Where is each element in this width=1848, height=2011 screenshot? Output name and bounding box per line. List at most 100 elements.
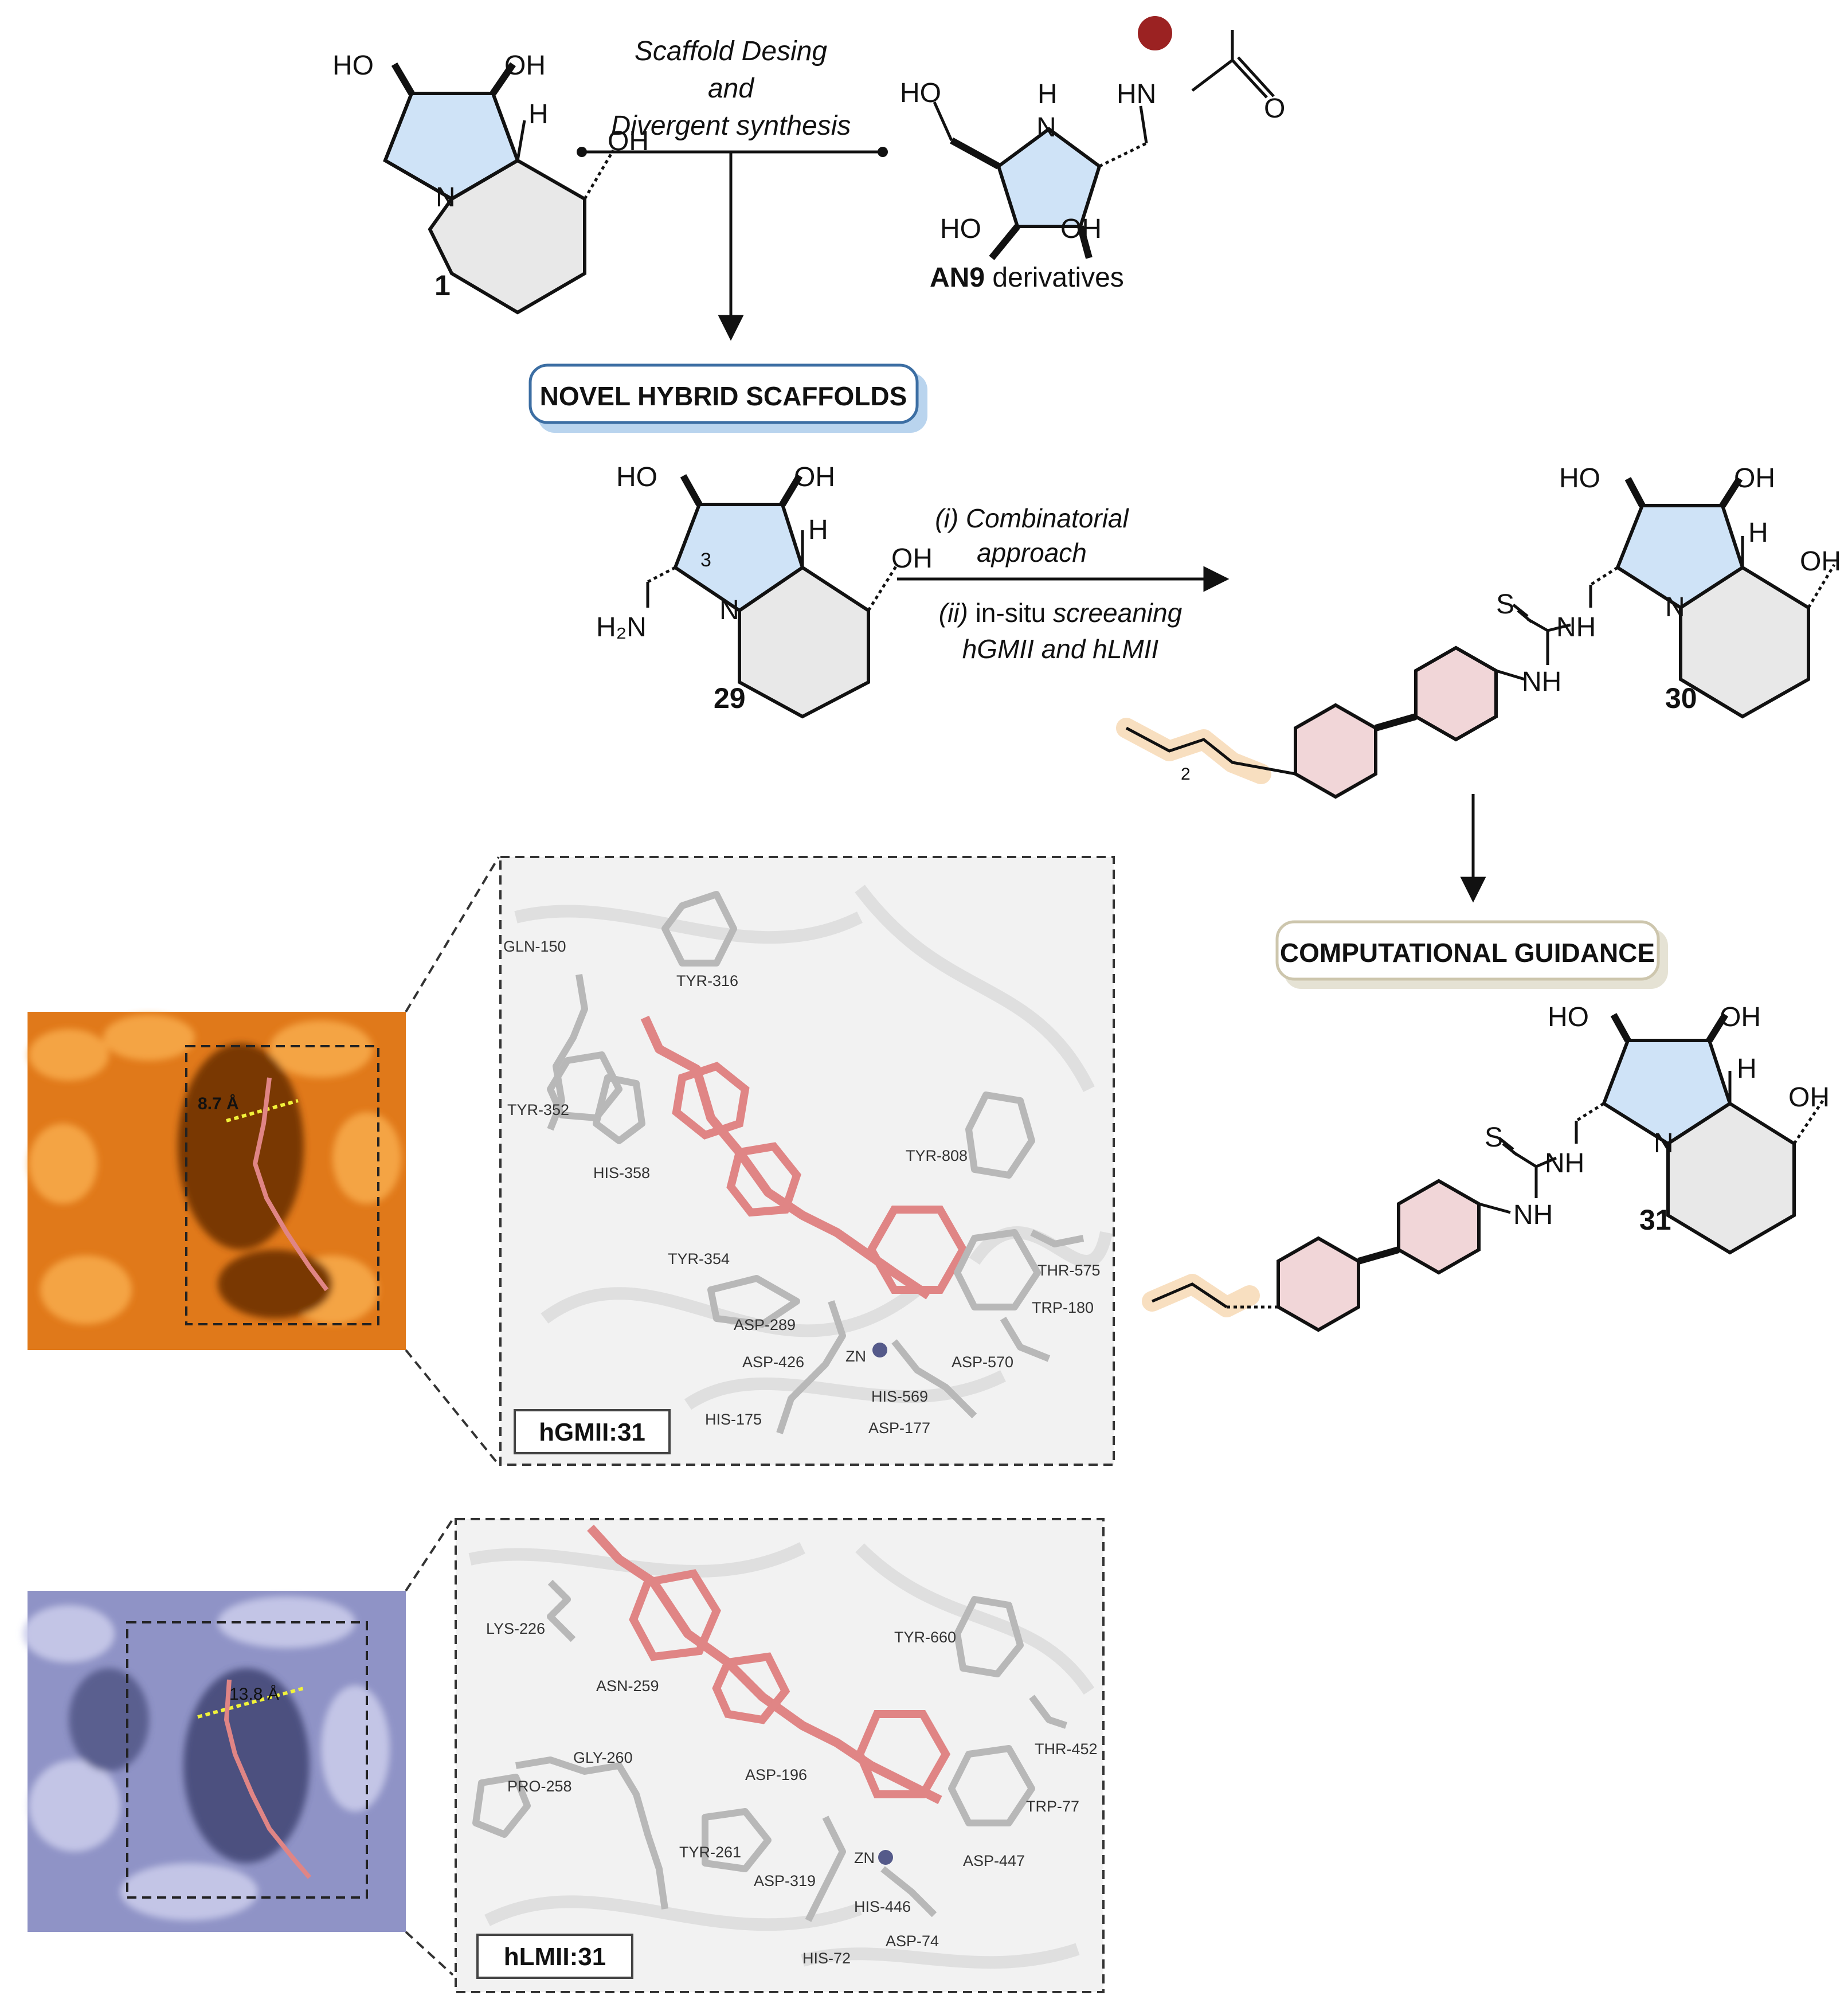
atom-ho: HO	[1559, 463, 1600, 494]
residue-label: TRP-77	[1026, 1798, 1079, 1815]
atom-oh: OH	[504, 50, 546, 81]
phenyl-ring	[1397, 1179, 1481, 1275]
atom-locant-3: 3	[700, 549, 711, 571]
atom-hn: HN	[1117, 79, 1156, 109]
residue-label: HIS-446	[854, 1898, 911, 1915]
atom-oh: OH	[1060, 214, 1102, 244]
compound-31-structure: HO OH H OH N NH S NH 31	[1142, 1002, 1830, 1332]
residue-label: TYR-261	[679, 1844, 741, 1861]
condition-ii-line1: (ii) in-situ screeaning	[939, 598, 1183, 628]
residue-label: TRP-180	[1032, 1299, 1094, 1316]
compound-label-1: 1	[434, 269, 451, 302]
condition-i-line2: approach	[977, 538, 1087, 568]
atom-oh: OH	[794, 462, 835, 492]
residue-label: ASP-289	[734, 1316, 796, 1333]
divergent-synthesis-arrow: Scaffold Desing and Divergent synthesis	[577, 36, 888, 341]
residue-label: GLN-150	[503, 938, 566, 955]
hlmii-binding-site-view: LYS-226 ASN-259 TYR-660 GLY-260 PRO-258 …	[455, 1518, 1105, 1993]
atom-h: H	[528, 99, 549, 130]
compound-1-structure: HO OH H OH N 1	[332, 50, 649, 315]
atom-subscript-2: 2	[1181, 765, 1191, 784]
step-text-line1: Scaffold Desing	[635, 36, 827, 66]
compound-label-30: 30	[1665, 682, 1697, 714]
atom-h: H	[1037, 79, 1058, 109]
residue-label: TYR-316	[676, 972, 738, 989]
atom-nh: NH	[1513, 1200, 1553, 1230]
residue-label: THR-452	[1035, 1740, 1098, 1758]
residue-label: PRO-258	[507, 1778, 572, 1795]
cyclohexyl-ring	[1294, 703, 1377, 799]
distance-label-hlmii: 13.8 Å	[229, 1685, 279, 1704]
atom-oh: OH	[1788, 1082, 1830, 1113]
banner-novel-hybrid-scaffolds: NOVEL HYBRID SCAFFOLDS	[528, 363, 927, 433]
condition-ii-line2: hGMII and hLMII	[962, 634, 1159, 664]
atom-s: S	[1485, 1122, 1503, 1153]
residue-label: THR-575	[1037, 1262, 1101, 1279]
compound-29-structure: HO OH H OH 3 N H₂N 29	[596, 462, 933, 719]
atom-nh: NH	[1522, 667, 1561, 697]
atom-ho: HO	[940, 214, 981, 244]
atom-o: O	[1264, 93, 1285, 124]
residue-label: HIS-358	[593, 1164, 650, 1181]
atom-oh: OH	[1734, 463, 1775, 494]
atom-n: N	[1654, 1128, 1674, 1159]
hlmii-residue-labels: LYS-226 ASN-259 TYR-660 GLY-260 PRO-258 …	[486, 1620, 1098, 1967]
compound-label-31: 31	[1639, 1204, 1671, 1236]
residue-label: ASP-319	[754, 1872, 816, 1889]
residue-label: ASN-259	[596, 1677, 659, 1695]
atom-h2n: H₂N	[596, 612, 647, 643]
residue-label: ASP-570	[952, 1353, 1013, 1371]
cyclohexyl-ring	[1277, 1236, 1360, 1332]
banner-computational-guidance: COMPUTATIONAL GUIDANCE	[1275, 920, 1668, 989]
step-text-line3: Divergent synthesis	[611, 111, 851, 141]
an9-label: AN9 derivatives	[930, 263, 1124, 293]
residue-label: ZN	[854, 1849, 875, 1867]
an9-pyrrolidine-ring	[996, 127, 1102, 228]
atom-n: N	[1665, 592, 1685, 623]
distance-label-hgmii: 8.7 Å	[198, 1094, 239, 1113]
step-text-line2: and	[708, 73, 754, 104]
atom-nh: NH	[1556, 612, 1596, 643]
r-group-dot	[1138, 16, 1172, 50]
residue-label: ASP-177	[868, 1419, 930, 1437]
compound-label-29: 29	[714, 682, 746, 714]
residue-label: TYR-354	[668, 1250, 730, 1267]
atom-s: S	[1496, 589, 1514, 620]
residue-label: ASP-196	[745, 1766, 807, 1783]
residue-label: ASP-74	[886, 1932, 939, 1950]
residue-label: ASP-426	[742, 1353, 804, 1371]
hlmii-surface-view: 13.8 Å	[23, 1591, 406, 1932]
atom-ho: HO	[1548, 1002, 1589, 1032]
hgmii-residue-labels: GLN-150 TYR-316 TYR-352 HIS-358 TYR-808 …	[503, 938, 1101, 1437]
an9-label-rest: derivatives	[985, 263, 1124, 293]
combinatorial-arrow: (i) Combinatorial approach (ii) in-situ …	[897, 503, 1230, 664]
residue-label: ASP-447	[963, 1852, 1025, 1869]
phenyl-ring	[1414, 645, 1498, 742]
hgmii-surface-view: 8.7 Å	[28, 1012, 406, 1350]
atom-ho: HO	[900, 78, 941, 108]
atom-oh: OH	[1720, 1002, 1761, 1032]
banner-hybrid-text: NOVEL HYBRID SCAFFOLDS	[540, 381, 907, 411]
atom-h: H	[1737, 1054, 1757, 1084]
atom-ho: HO	[616, 462, 657, 492]
residue-label: ZN	[845, 1348, 866, 1365]
atom-oh: OH	[1800, 546, 1841, 577]
atom-ho: HO	[332, 50, 374, 81]
condition-i-line1: (i) Combinatorial	[935, 503, 1129, 533]
piperidine-ring	[428, 158, 586, 315]
hgmii-binding-site-view: GLN-150 TYR-316 TYR-352 HIS-358 TYR-808 …	[499, 856, 1115, 1466]
residue-label: HIS-175	[705, 1411, 762, 1428]
atom-nh: NH	[1545, 1148, 1584, 1179]
atom-n: N	[436, 182, 456, 213]
residue-label: TYR-352	[507, 1101, 569, 1118]
panel-label-hgmii: hGMII:31	[539, 1418, 645, 1446]
residue-label: TYR-660	[894, 1629, 956, 1646]
residue-label: TYR-808	[906, 1147, 968, 1164]
residue-label: LYS-226	[486, 1620, 545, 1637]
atom-h: H	[808, 515, 828, 545]
panel-label-hlmii: hLMII:31	[504, 1943, 606, 1971]
residue-label: GLY-260	[573, 1749, 633, 1766]
an9-label-bold: AN9	[930, 263, 985, 293]
residue-label: HIS-569	[871, 1388, 928, 1405]
